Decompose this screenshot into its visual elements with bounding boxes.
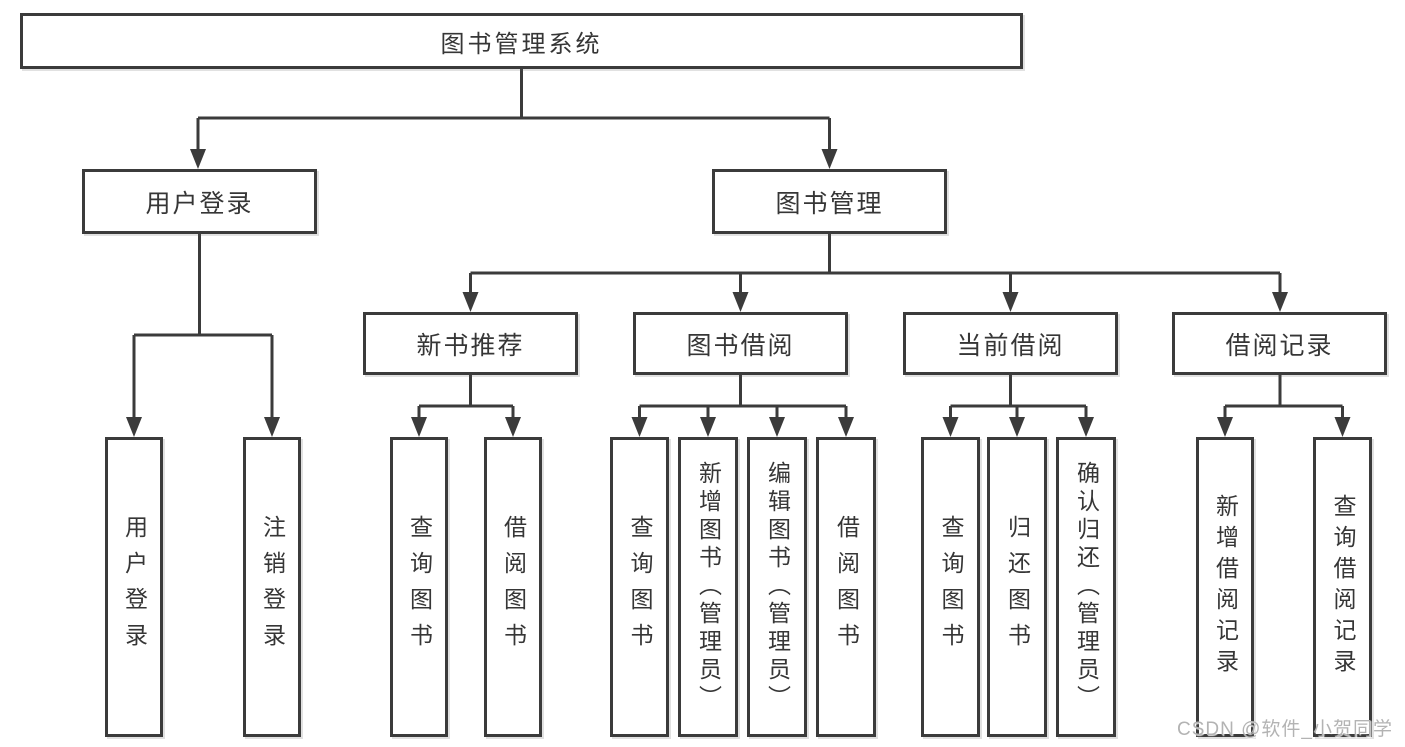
leaf-query-books-current-label: 查询图书 (938, 515, 964, 659)
leaf-confirm-return-admin-label: 确认归还（管理员） (1073, 461, 1100, 713)
leaf-return-books-label: 归还图书 (1004, 515, 1031, 659)
leaf-borrow-books-borrow: 借阅图书 (816, 437, 876, 737)
leaf-query-books-recommend: 查询图书 (390, 437, 448, 737)
leaf-logout: 注销登录 (243, 437, 301, 737)
node-new-book-recommendation: 新书推荐 (363, 312, 578, 375)
leaf-user-login: 用户登录 (105, 437, 163, 737)
leaf-return-books: 归还图书 (987, 437, 1047, 737)
node-book-management: 图书管理 (712, 169, 947, 234)
leaf-logout-label: 注销登录 (259, 515, 286, 659)
leaf-query-books-recommend-label: 查询图书 (406, 515, 433, 659)
leaf-user-login-label: 用户登录 (121, 515, 148, 659)
leaf-borrow-books-recommend-label: 借阅图书 (500, 515, 527, 659)
leaf-borrow-books-borrow-label: 借阅图书 (833, 515, 860, 659)
leaf-query-books-borrow: 查询图书 (610, 437, 669, 737)
node-current-borrowing: 当前借阅 (903, 312, 1118, 375)
leaf-confirm-return-admin: 确认归还（管理员） (1056, 437, 1116, 737)
leaf-query-borrow-record-label: 查询借阅记录 (1330, 494, 1356, 680)
node-user-login: 用户登录 (82, 169, 317, 234)
leaf-add-borrow-record-label: 新增借阅记录 (1212, 494, 1239, 680)
leaf-edit-books-admin: 编辑图书（管理员） (747, 437, 807, 737)
leaf-add-borrow-record: 新增借阅记录 (1196, 437, 1254, 737)
leaf-query-books-borrow-label: 查询图书 (627, 515, 653, 659)
node-borrowing-records: 借阅记录 (1172, 312, 1387, 375)
leaf-query-books-current: 查询图书 (921, 437, 980, 737)
leaf-query-borrow-record: 查询借阅记录 (1313, 437, 1372, 737)
leaf-add-books-admin-label: 新增图书（管理员） (695, 461, 722, 713)
csdn-watermark: CSDN @软件_小贺同学 (1177, 719, 1393, 740)
leaf-edit-books-admin-label: 编辑图书（管理员） (764, 461, 791, 713)
leaf-add-books-admin: 新增图书（管理员） (678, 437, 738, 737)
leaf-borrow-books-recommend: 借阅图书 (484, 437, 542, 737)
node-library-management-system: 图书管理系统 (20, 13, 1023, 69)
node-book-borrowing: 图书借阅 (633, 312, 848, 375)
